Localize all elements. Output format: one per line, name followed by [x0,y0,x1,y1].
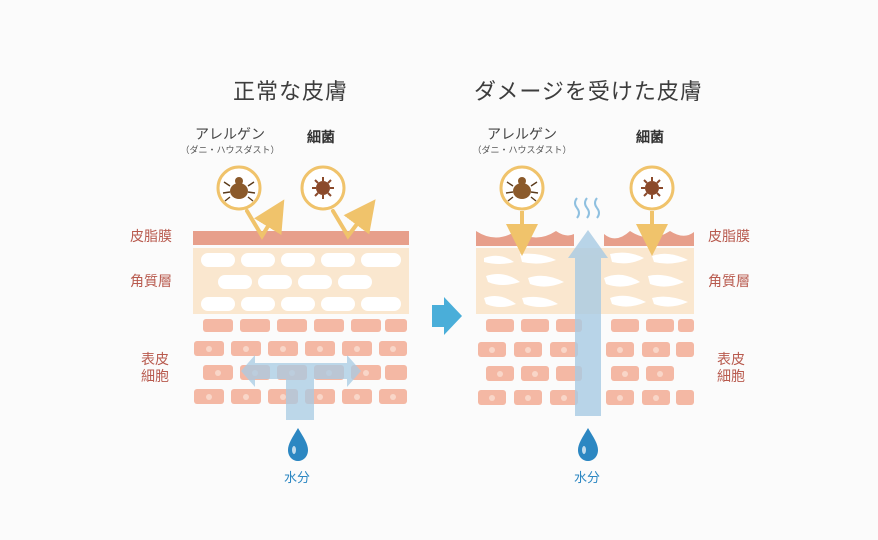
right-penetration-arrows [506,211,668,256]
right-stratum-label: 角質層 [708,274,750,290]
right-epidermis-line1: 表皮 [717,352,745,368]
transition-arrow-icon [432,297,462,335]
right-water-label: 水分 [574,471,601,486]
left-allergen-icon [216,165,262,211]
right-epidermis-nuclei [489,347,663,401]
right-allergen-label: アレルゲン （ダニ・ハウスダスト） [452,127,592,159]
left-water-label: 水分 [284,471,311,486]
right-epidermis-line2: 細胞 [717,369,745,385]
right-panel-title: ダメージを受けた皮膚 [474,80,703,105]
left-allergen-title: アレルゲン [195,127,265,143]
right-stratum-cells [484,252,688,307]
left-bacteria-label: 細菌 [307,130,335,146]
left-epidermis-line2: 細胞 [141,369,169,385]
left-stratum-cells [201,253,401,311]
right-epidermis-label: 表皮 細胞 [717,352,745,386]
right-sebum-label: 皮脂膜 [708,229,750,245]
left-water-retention-arrow [241,355,361,420]
left-panel-title: 正常な皮膚 [233,80,349,105]
right-bacteria-label: 細菌 [636,130,664,146]
left-deflection-arrows [245,199,376,240]
left-stratum-label: 角質層 [130,274,172,290]
right-allergen-icon [499,165,545,211]
right-bacteria-icon [629,165,675,211]
left-bacteria-icon [300,165,346,211]
left-sebum-layer [193,231,409,245]
left-sebum-label: 皮脂膜 [130,229,172,245]
right-evaporation-icon [574,197,600,219]
right-allergen-subtitle: （ダニ・ハウスダスト） [472,146,572,156]
right-allergen-title: アレルゲン [487,127,557,143]
left-allergen-label: アレルゲン （ダニ・ハウスダスト） [160,127,300,159]
left-water-drop-icon [288,428,308,461]
left-allergen-subtitle: （ダニ・ハウスダスト） [180,146,280,156]
left-epidermis-line1: 表皮 [141,352,169,368]
right-water-escape-arrow [568,230,608,416]
right-water-drop-icon [578,428,598,461]
left-epidermis-label: 表皮 細胞 [141,352,169,386]
